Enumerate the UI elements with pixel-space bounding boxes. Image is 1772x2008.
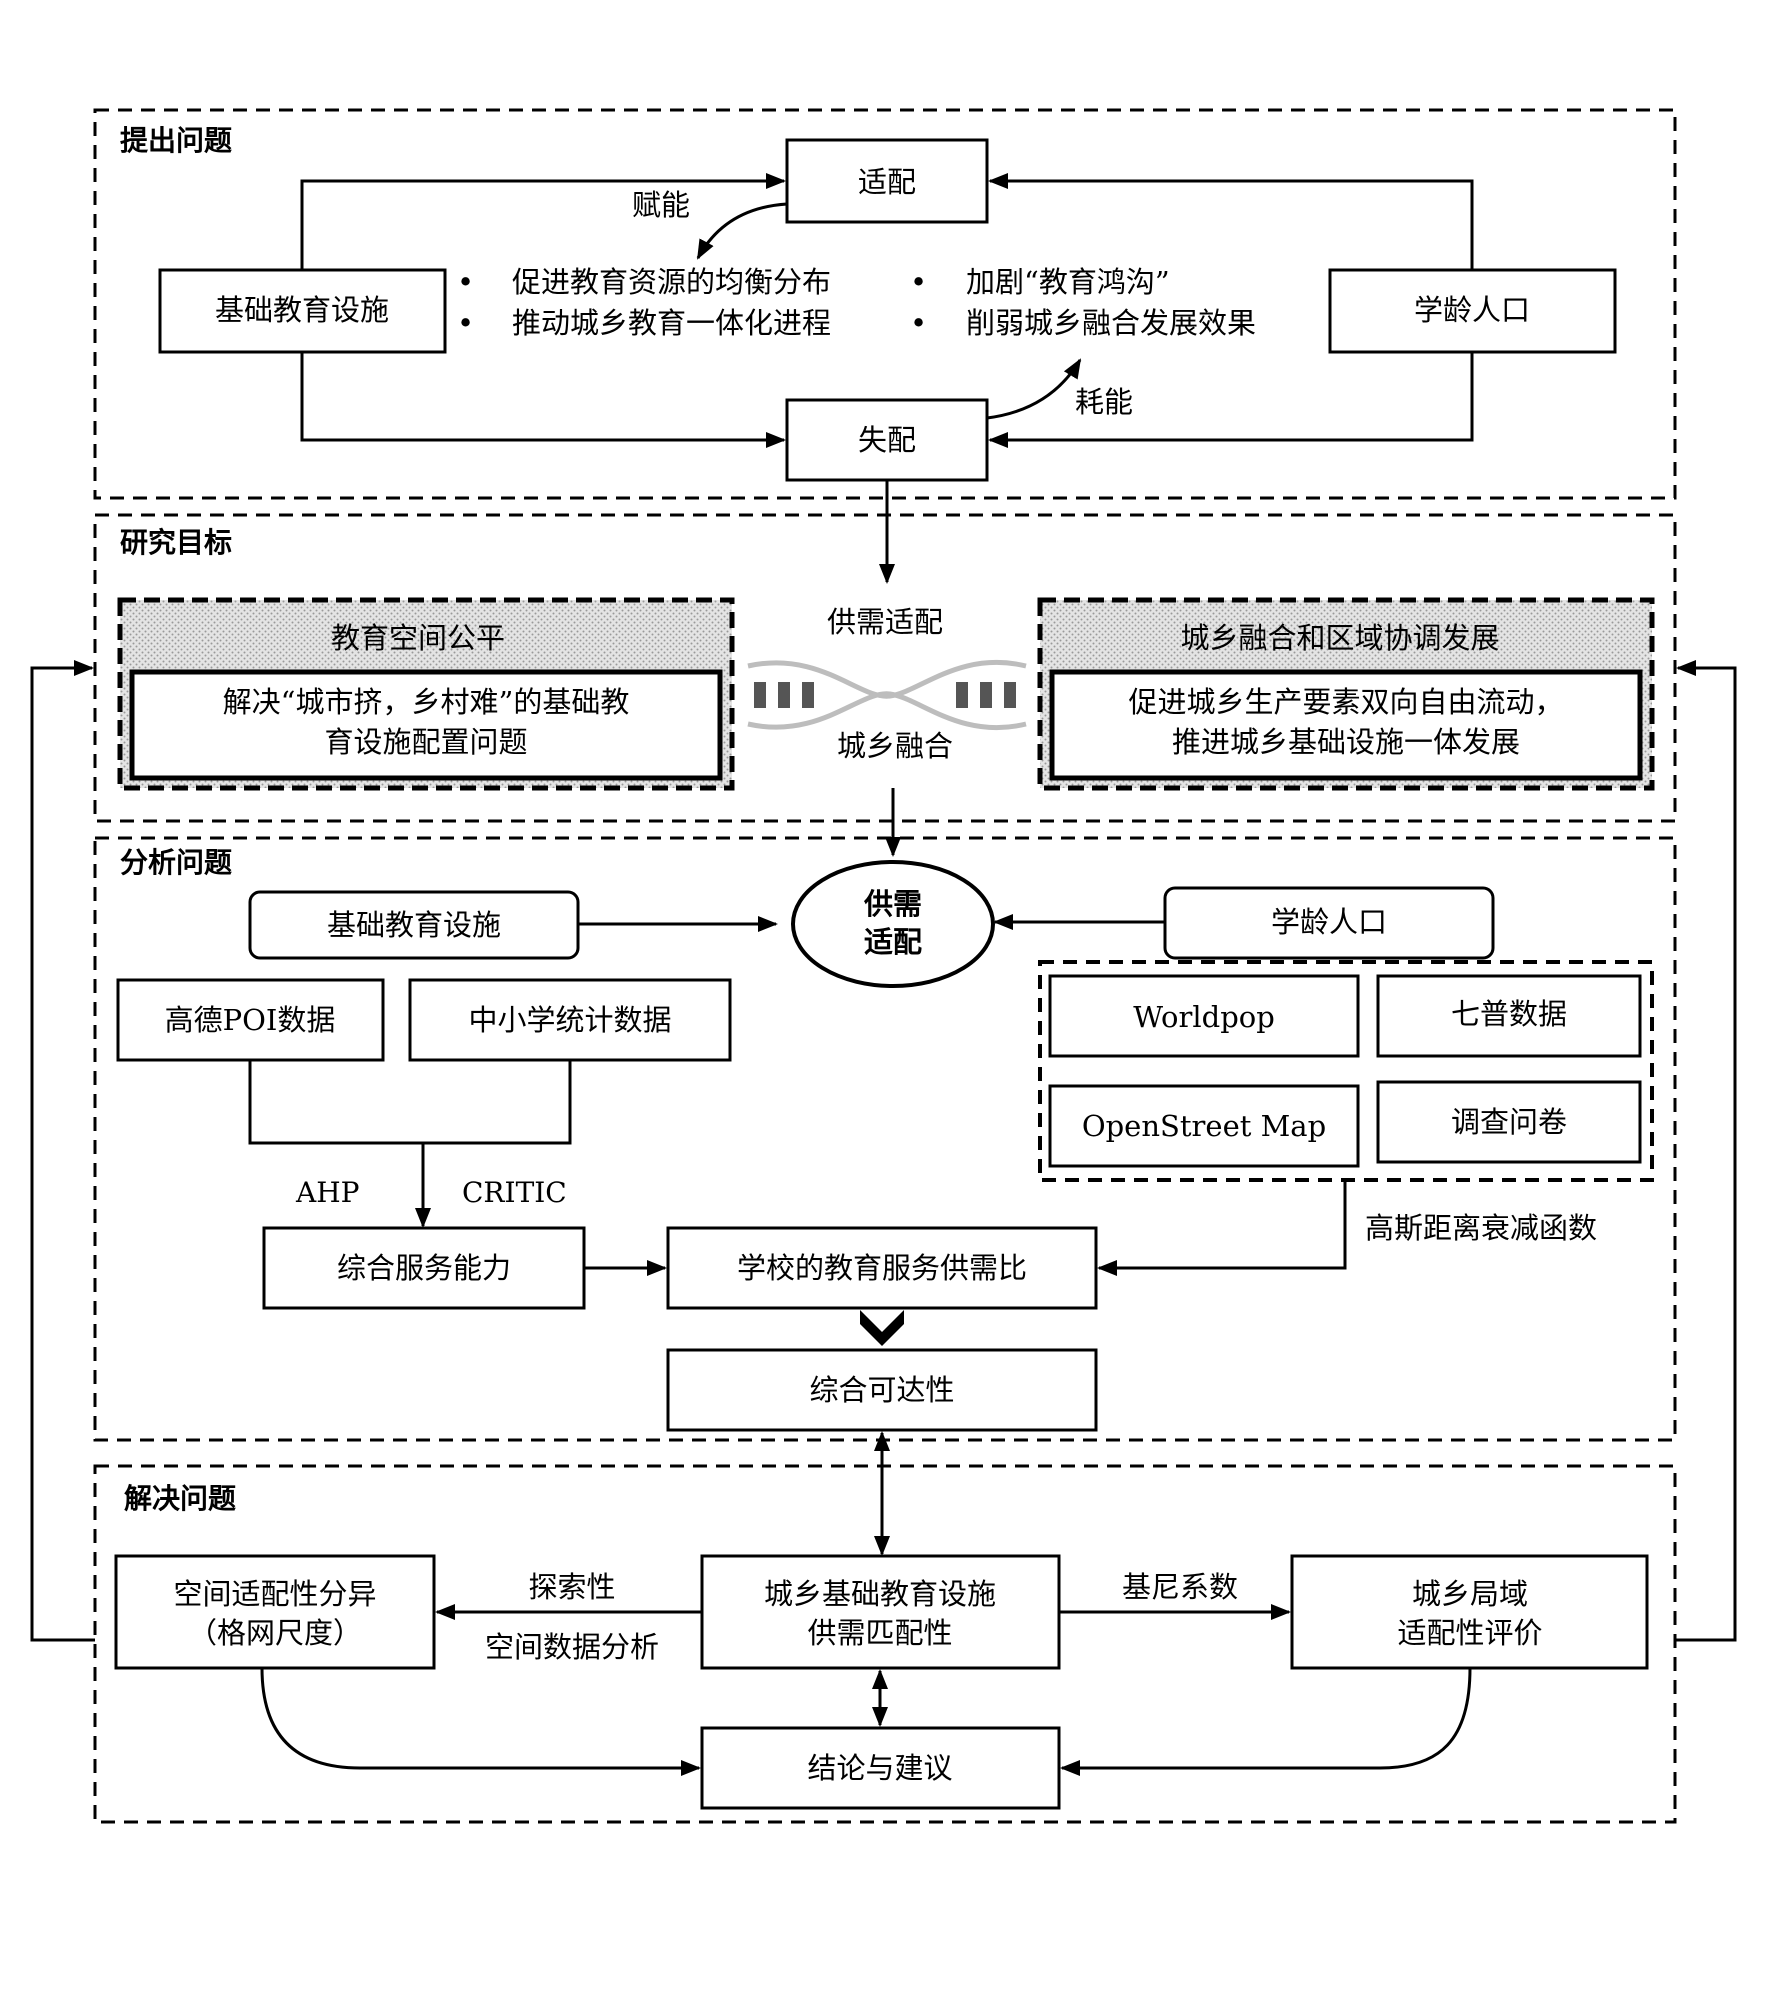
worldpop-label: Worldpop (1133, 1000, 1275, 1034)
goal-right-box (1049, 669, 1643, 781)
population-label-analysis: 学龄人口 (1271, 905, 1387, 939)
supply-demand-ellipse (791, 860, 995, 988)
empower-label: 赋能 (632, 188, 690, 222)
goal-right-body-2: 推进城乡基础设施一体发展 (1172, 725, 1520, 759)
accessibility-box (666, 1348, 1098, 1432)
goal-left-title: 教育空间公平 (331, 621, 505, 655)
goal-left-frame (117, 597, 735, 791)
facility-label-top: 基础教育设施 (215, 293, 389, 327)
goal-center-bottom-label: 城乡融合 (837, 729, 953, 763)
facility-label-analysis: 基础教育设施 (327, 908, 501, 942)
local-eval-label-1: 城乡局域 (1412, 1577, 1528, 1611)
section-title-goal: 研究目标 (120, 526, 232, 559)
local-eval-box (1290, 1554, 1649, 1670)
gauss-label: 高斯距离衰减函数 (1365, 1211, 1597, 1245)
left-sources-merge (248, 1060, 572, 1145)
school-stats-box (408, 978, 732, 1062)
match-center-label-2: 供需匹配性 (807, 1616, 952, 1650)
goal-right-title: 城乡融合和区域协调发展 (1180, 621, 1499, 655)
right-feedback-arrow (1675, 660, 1737, 1642)
consume-arrow (986, 358, 1082, 420)
section-frame-problem (93, 108, 1677, 500)
explore-label-2: 空间数据分析 (485, 1630, 659, 1664)
census-box (1376, 974, 1642, 1058)
poi-data-label: 高德POI数据 (165, 1003, 336, 1037)
positive-effect-1: 促进教育资源的均衡分布 (512, 265, 831, 299)
spatial-diff-box (114, 1554, 436, 1670)
osm-label: OpenStreet Map (1082, 1109, 1326, 1143)
goal-left-body-1: 解决“城市挤，乡村难”的基础教 (223, 685, 630, 719)
conclusion-box (700, 1726, 1061, 1810)
supply-demand-label-1: 供需 (863, 887, 922, 921)
survey-label: 调查问卷 (1451, 1105, 1567, 1139)
goal-left-body-2: 育设施配置问题 (324, 725, 527, 759)
match-box (785, 138, 989, 224)
spatial-to-conclusion-arrow (260, 1667, 701, 1776)
worldpop-box (1048, 974, 1360, 1058)
explore-label-1: 探索性 (528, 1570, 615, 1604)
ratio-box (666, 1226, 1098, 1310)
match-center-label-1: 城乡基础教育设施 (764, 1577, 996, 1611)
chevron-down-icon (860, 1310, 904, 1346)
school-stats-label: 中小学统计数据 (468, 1003, 671, 1037)
capacity-label: 综合服务能力 (337, 1251, 511, 1285)
population-to-match-arrow (988, 173, 1474, 270)
facility-to-match-arrow (300, 173, 786, 270)
critic-label: CRITIC (462, 1176, 567, 1209)
spatial-diff-label-1: 空间适配性分异 (173, 1577, 376, 1611)
facility-to-mismatch-arrow (300, 352, 786, 448)
spatial-diff-label-2: （格网尺度） (188, 1616, 362, 1650)
negative-effect-1: 加剧“教育鸿沟” (966, 265, 1170, 299)
left-feedback-arrow (30, 660, 95, 1642)
negative-effect-2: 削弱城乡融合发展效果 (966, 306, 1256, 340)
empower-arrow (696, 202, 788, 260)
sources-to-ratio-arrow (1097, 1180, 1347, 1276)
local-eval-label-2: 适配性评价 (1397, 1616, 1542, 1650)
bullet-neg-1: • (910, 265, 927, 299)
ratio-label: 学校的教育服务供需比 (737, 1251, 1027, 1285)
goal-right-frame (1037, 597, 1655, 791)
positive-effect-2: 推动城乡教育一体化进程 (512, 306, 831, 340)
population-box-top (1328, 268, 1617, 354)
survey-box (1376, 1080, 1642, 1164)
osm-box (1048, 1084, 1360, 1168)
conclusion-label: 结论与建议 (807, 1751, 952, 1785)
ahp-label: AHP (295, 1176, 359, 1209)
goal-right-body-1: 促进城乡生产要素双向自由流动， (1128, 685, 1563, 719)
bullet-pos-2: • (457, 306, 474, 340)
section-title-analysis: 分析问题 (120, 846, 232, 879)
goal-left-box (129, 669, 723, 781)
population-label-top: 学龄人口 (1414, 293, 1530, 327)
mismatch-label: 失配 (858, 423, 916, 457)
census-label: 七普数据 (1451, 997, 1567, 1031)
population-to-mismatch-arrow (988, 352, 1474, 448)
supply-demand-label-2: 适配 (864, 925, 922, 959)
coupling-link-graphic (747, 659, 1027, 731)
section-title-problem: 提出问题 (120, 124, 232, 157)
accessibility-label: 综合可达性 (809, 1373, 954, 1407)
bullet-pos-1: • (457, 265, 474, 299)
match-label: 适配 (858, 165, 916, 199)
poi-data-box (116, 978, 385, 1062)
gini-label: 基尼系数 (1122, 1570, 1238, 1604)
eval-to-conclusion-arrow (1060, 1667, 1472, 1776)
section-frame-goal (93, 513, 1677, 823)
goal-center-top-label: 供需适配 (827, 605, 943, 639)
section-title-solution: 解决问题 (124, 1482, 236, 1515)
match-center-box (700, 1554, 1061, 1670)
bullet-neg-2: • (910, 306, 927, 340)
consume-label: 耗能 (1075, 385, 1133, 419)
